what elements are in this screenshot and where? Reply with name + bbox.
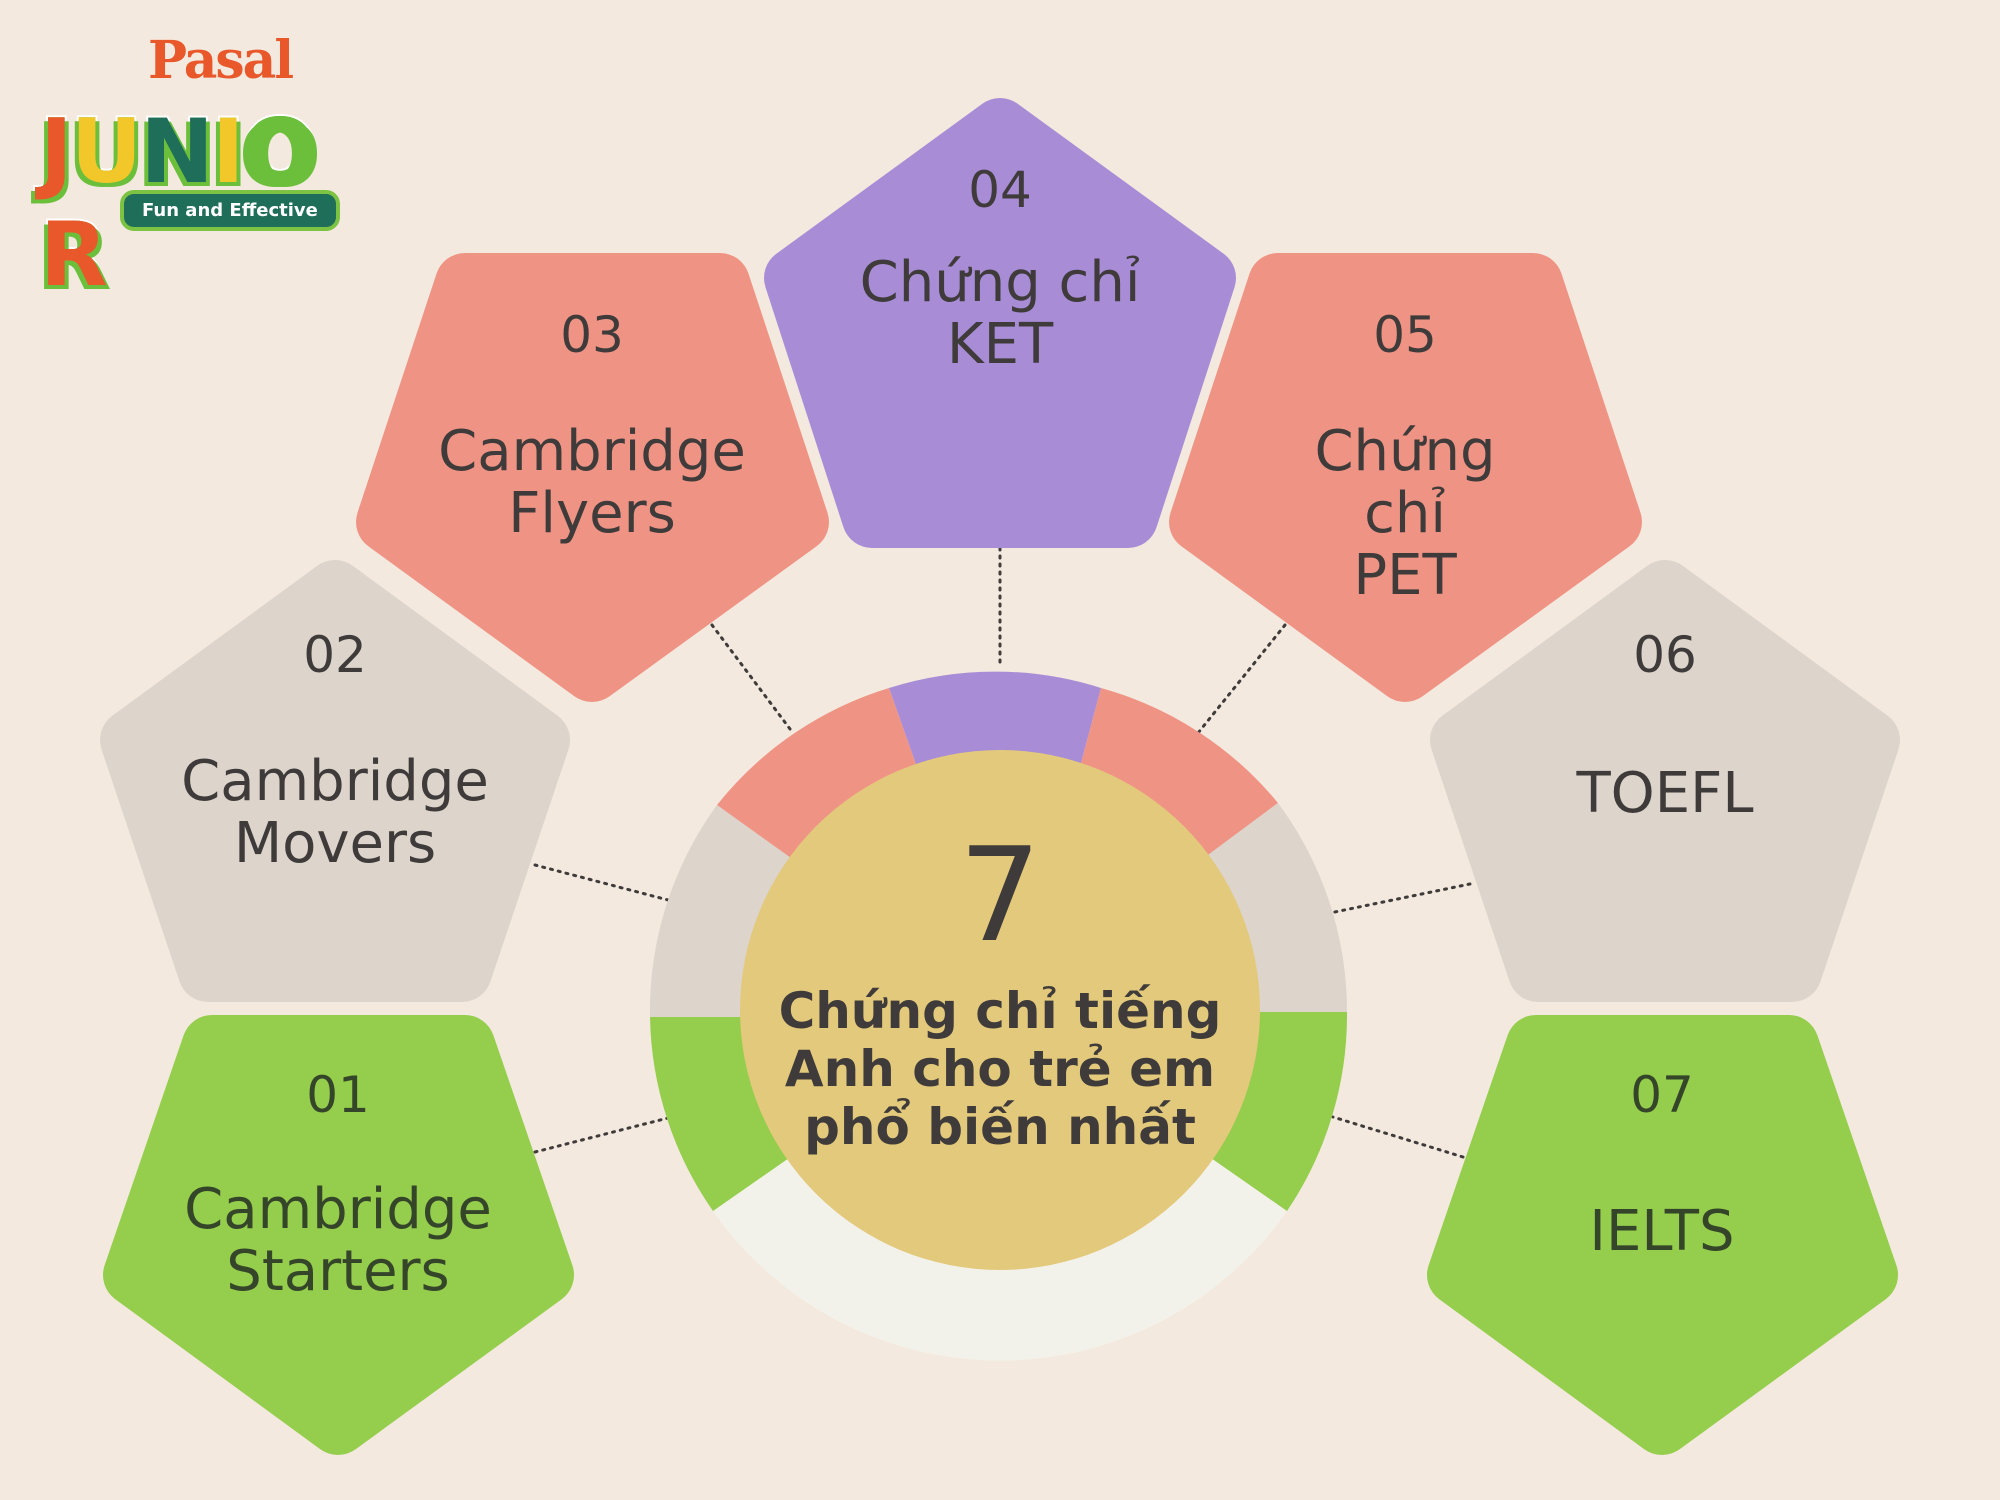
certificate-03: 03 Cambridge Flyers [422,305,762,545]
center-title-line2: Anh cho trẻ em [784,1040,1216,1098]
certificate-01: 01 Cambridge Starters [168,1065,508,1303]
connector-lines [533,538,1472,1159]
certificate-title-line1: Chứng chỉ [859,250,1141,315]
certificate-02: 02 Cambridge Movers [165,625,505,875]
certificate-04: 04 Chứng chỉ KET [840,160,1160,376]
certificate-05: 05 Chứng chỉ PET [1245,305,1565,607]
certificate-number: 06 [1633,626,1697,684]
pentagon-02 [100,560,570,1002]
logo-tagline: Fun and Effective [120,190,340,231]
certificate-number: 03 [560,306,624,364]
certificate-number: 02 [303,626,367,684]
logo-letter: N [138,98,216,205]
logo-brand: Pasal [148,30,294,91]
ring-segment-toefl [1208,803,1348,1012]
logo-letter: R [38,201,110,308]
pentagon-04 [764,98,1236,548]
logo-letter: O [241,98,320,205]
certificate-title-line2: KET [946,312,1054,377]
certificate-title-line1: IELTS [1589,1199,1735,1264]
connector-03 [710,623,795,735]
certificate-title-line1: TOEFL [1576,761,1754,826]
certificate-title-line1: Cambridge [184,1177,492,1242]
certificate-number: 05 [1373,306,1437,364]
center-heading: 7 Chứng chỉ tiếng Anh cho trẻ em phổ biế… [770,830,1230,1156]
certificate-title-line2: Starters [226,1239,450,1304]
certificate-title-line2: chỉ [1364,481,1446,546]
certificate-title-line2: Movers [233,811,437,876]
pentagon-06 [1430,560,1900,1002]
pentagon-03 [356,253,829,702]
logo-letter: I [210,98,247,205]
certificate-number: 07 [1630,1066,1694,1124]
ring-segment-flyers [717,688,917,858]
connector-01 [533,1116,670,1154]
center-title-line3: phổ biến nhất [804,1098,1196,1156]
logo-letter: J [38,98,75,205]
certificate-title-line2: Flyers [508,481,676,546]
connector-05 [1196,623,1287,735]
center-count: 7 [958,819,1042,971]
center-title-line1: Chứng chỉ tiếng [778,982,1222,1040]
center-disc [740,750,1260,1270]
logo-letter: U [69,98,145,205]
pentagon-01 [103,1015,574,1455]
certificate-title-line1: Cambridge [181,749,489,814]
ring-segment-ielts [1211,1012,1348,1211]
pasal-junior-logo: Pasal JUNIO R Fun and Effective [38,30,380,308]
certificate-07: 07 IELTS [1492,1065,1832,1263]
pentagon-07 [1427,1015,1898,1455]
certificate-title-line1: Cambridge [438,419,746,484]
ring-segment-movers [649,805,791,1017]
certificate-title-line1: Chứng [1314,419,1496,484]
logo-product-name: JUNIO R [38,98,380,308]
ring-segment-empty [713,1158,1287,1361]
certificate-number: 01 [306,1066,370,1124]
certificate-06: 06 TOEFL [1495,625,1835,825]
pentagons [100,98,1900,1455]
certificate-title-line3: PET [1353,543,1457,608]
ring-segment-ket [889,671,1101,767]
connector-07 [1331,1115,1465,1159]
ring-segment-starters [650,1017,789,1211]
pentagon-05 [1169,253,1642,702]
certificate-number: 04 [968,161,1032,219]
connector-02 [533,863,670,902]
center-ring [649,671,1348,1361]
ring-segment-pet [1080,688,1278,855]
connector-06 [1328,882,1472,915]
